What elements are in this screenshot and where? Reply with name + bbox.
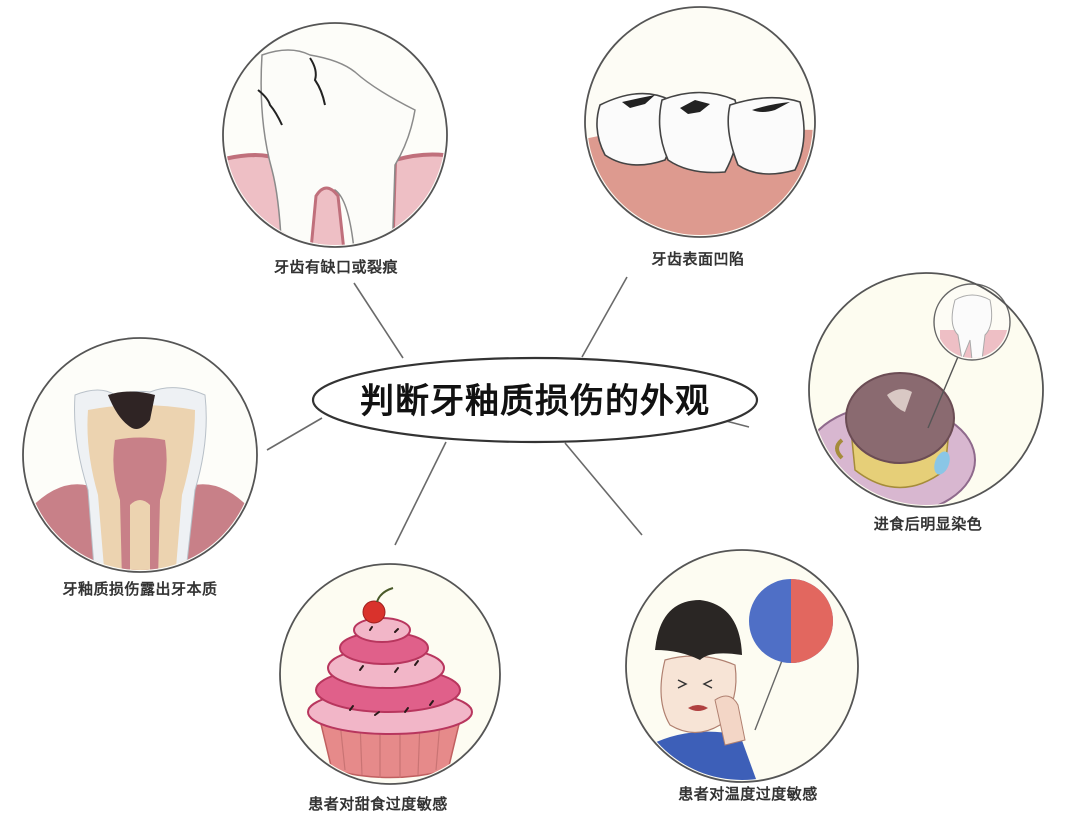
coffee-cup-stain-icon <box>808 272 1044 508</box>
label-pitted: 牙齿表面凹陷 <box>651 250 745 268</box>
title-ellipse <box>311 356 759 444</box>
label-cracked: 牙齿有缺口或裂痕 <box>273 258 399 276</box>
cracked-tooth-icon <box>222 22 448 248</box>
label-temperature: 患者对温度过度敏感 <box>678 785 818 803</box>
cupcake-icon <box>279 563 501 785</box>
label-dentin: 牙釉质损伤露出牙本质 <box>62 580 218 598</box>
pitted-molars-icon <box>584 6 816 238</box>
diagram-title: 判断牙釉质损伤的外观 <box>360 381 710 422</box>
label-stained: 进食后明显染色 <box>873 515 983 533</box>
boy-toothache-icon <box>625 549 859 783</box>
tooth-cross-section-icon <box>22 337 258 573</box>
label-sweet: 患者对甜食过度敏感 <box>308 795 448 813</box>
